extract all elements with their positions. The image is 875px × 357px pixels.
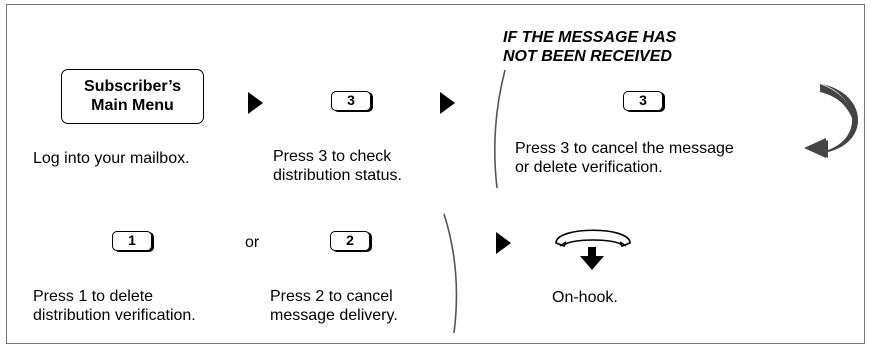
key-2: 2 xyxy=(330,231,370,251)
key-3-cancel: 3 xyxy=(623,91,663,111)
onhook-caption: On-hook. xyxy=(552,289,618,306)
arrow-right-icon xyxy=(440,92,455,114)
login-caption: Log into your mailbox. xyxy=(33,150,190,167)
left-bracket xyxy=(494,69,506,189)
key-1: 1 xyxy=(112,231,152,251)
cancel-caption: Press 3 to cancel the message or delete … xyxy=(515,140,734,176)
arrow-right-icon xyxy=(496,232,511,254)
right-bracket xyxy=(443,213,458,334)
or-label: or xyxy=(245,234,260,251)
curved-return-arrow-icon xyxy=(804,84,859,158)
key-3-check: 3 xyxy=(331,91,371,111)
condition-heading: IF THE MESSAGE HAS NOT BEEN RECEIVED xyxy=(503,29,677,65)
delete-caption: Press 1 to delete distribution verificat… xyxy=(33,288,196,324)
arrow-right-icon xyxy=(248,92,263,114)
cancel-delivery-caption: Press 2 to cancel message delivery. xyxy=(270,288,398,324)
main-menu-box: Subscriber’s Main Menu xyxy=(61,69,204,124)
check-caption: Press 3 to check distribution status. xyxy=(273,148,402,184)
phone-on-hook-icon xyxy=(555,229,631,270)
diagram-frame xyxy=(6,4,865,344)
